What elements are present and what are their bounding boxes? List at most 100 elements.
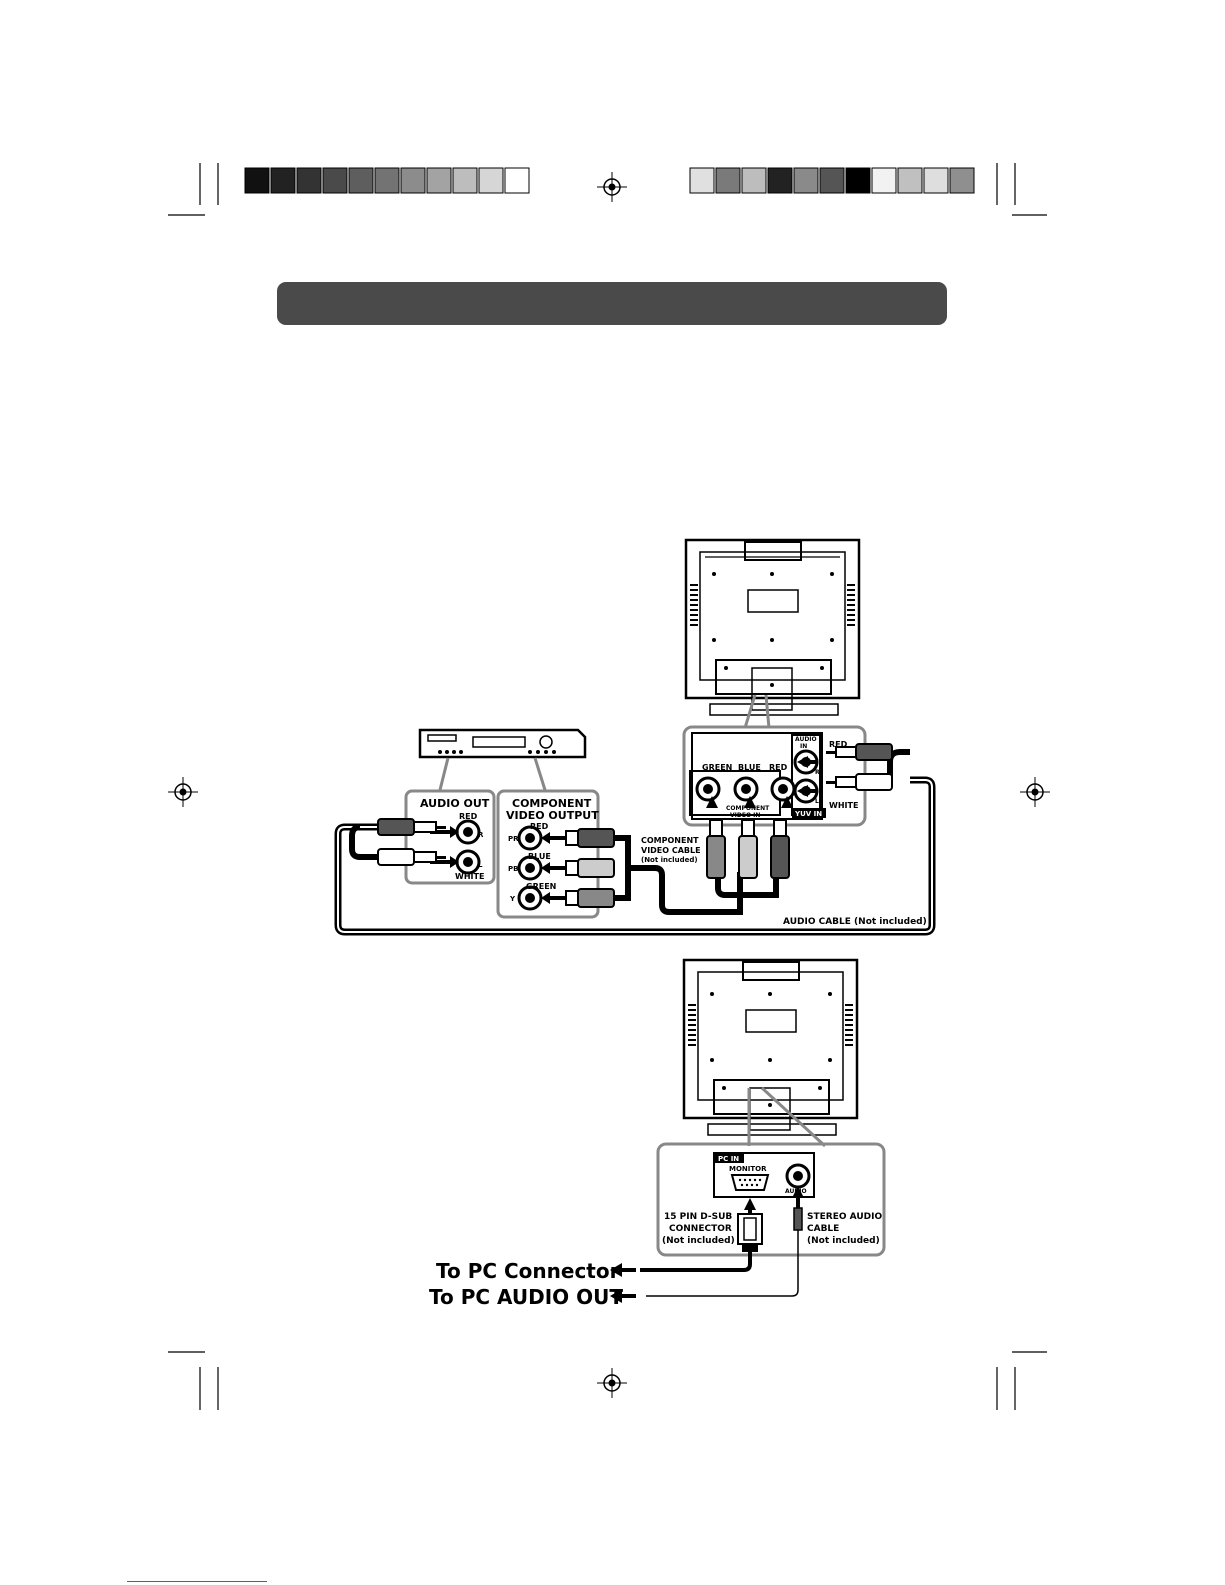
callout-lines [743, 694, 771, 729]
audio-plug-red-right [826, 743, 893, 761]
tv-audio-l-label: L [815, 798, 819, 805]
video-out-y-label: Y [509, 895, 516, 903]
registration-mark-icon [596, 171, 628, 203]
audio-out-l-jack [455, 849, 481, 875]
color-swatch [741, 167, 767, 194]
tv-audio-white-label: WHITE [829, 801, 858, 810]
pc-audio-cable [646, 1230, 799, 1297]
to-pc-connector-label: To PC Connector [436, 1259, 620, 1283]
color-swatch [400, 167, 426, 194]
audio-plug-white-left [377, 848, 446, 866]
registration-mark-icon [1019, 776, 1051, 808]
registration-mark-icon [596, 1367, 628, 1399]
video-out-pb-label: PB [508, 865, 518, 873]
tv-red-label: RED [769, 763, 788, 772]
tv-component-label-1: COMPONENT [726, 805, 770, 812]
video-out-pr-label: PR [508, 835, 519, 843]
component-cable-label-2: VIDEO CABLE [641, 846, 701, 855]
crop-mark-icon [996, 1351, 1047, 1410]
audio-in-label-2: IN [800, 743, 807, 750]
tv-audio-r-label: R [815, 769, 820, 776]
tv-jack-y-green [695, 776, 721, 802]
color-swatch [949, 167, 975, 194]
color-swatch [478, 167, 504, 194]
tv-audio-red-label: RED [829, 740, 848, 749]
video-out-title-1: COMPONENT [512, 797, 592, 810]
color-bar-left [244, 167, 530, 194]
audio-out-red-label: RED [459, 812, 478, 821]
color-swatch [348, 167, 374, 194]
crop-mark-icon [996, 163, 1047, 216]
video-plug-pr [565, 828, 615, 848]
audio-plug-white-right [826, 773, 893, 791]
yuv-in-label: YUV IN [794, 810, 822, 818]
video-out-title-2: VIDEO OUTPUT [506, 809, 599, 822]
pc-in-label: PC IN [718, 1155, 739, 1163]
vga-port [730, 1174, 770, 1191]
component-cable-label-1: COMPONENT [641, 836, 699, 845]
component-video-output-callout [496, 789, 600, 919]
tv-green-label: GREEN [702, 763, 732, 772]
audio-in-label-1: AUDIO [795, 736, 817, 743]
component-video-cable [613, 835, 779, 915]
color-swatch [819, 167, 845, 194]
audio-out-l-label: L [478, 861, 483, 869]
pc-audio-jack [785, 1163, 811, 1189]
to-pc-audio-out-label: To PC AUDIO OUT [429, 1285, 623, 1309]
section-header-bar [277, 282, 947, 325]
monitor-label: MONITOR [729, 1165, 767, 1173]
color-swatch [845, 167, 871, 194]
color-swatch [322, 167, 348, 194]
color-swatch [689, 167, 715, 194]
tv-input-panel [691, 732, 823, 820]
pc-callout-lines [747, 1086, 827, 1148]
pc-input-panel [713, 1152, 815, 1198]
dsub-label-1: 15 PIN D-SUB [664, 1212, 732, 1222]
color-swatch [426, 167, 452, 194]
arrows [430, 756, 818, 904]
stereo-label-2: CABLE [807, 1224, 839, 1234]
dvd-player [418, 728, 587, 759]
pc-arrows [610, 1263, 636, 1303]
stereo-label-3: (Not included) [807, 1236, 880, 1246]
color-bar-right [689, 167, 975, 194]
dsub-label-3: (Not included) [662, 1236, 735, 1246]
audio-out-white-label: WHITE [455, 872, 484, 881]
crop-mark-icon [168, 163, 219, 216]
color-swatch [374, 167, 400, 194]
audio-out-title: AUDIO OUT [420, 797, 490, 810]
audio-out-r-jack [455, 819, 481, 845]
tv-jack-pr-red [770, 776, 796, 802]
component-cable-label-3: (Not included) [641, 856, 698, 864]
tv-component-label-2: VIDEO IN [730, 812, 760, 819]
crop-mark-icon [168, 1351, 219, 1410]
video-plug-pb [565, 858, 615, 878]
tv-jack-pb-blue [733, 776, 759, 802]
video-out-blue-label: BLUE [528, 852, 551, 861]
color-swatch [296, 167, 322, 194]
color-swatch [793, 167, 819, 194]
audio-out-callout [404, 789, 496, 885]
tv-blue-label: BLUE [738, 763, 761, 772]
dsub-label-2: CONNECTOR [669, 1224, 732, 1234]
dsub-connector [737, 1198, 763, 1252]
video-plug-y [565, 888, 615, 908]
tv-video-plug-y [706, 819, 726, 879]
video-out-red-label: RED [530, 822, 549, 831]
tv-video-plug-pr [770, 819, 790, 879]
dvd-callout-lines [438, 757, 547, 791]
color-swatch [767, 167, 793, 194]
video-out-green-label: GREEN [526, 882, 556, 891]
audio-out-r-label: R [478, 831, 484, 839]
color-swatch [715, 167, 741, 194]
stereo-label-1: STEREO AUDIO [807, 1212, 882, 1222]
tv-rear-view-top [684, 538, 861, 716]
color-swatch [871, 167, 897, 194]
registration-mark-icon [167, 776, 199, 808]
color-swatch [452, 167, 478, 194]
pc-input-panel-callout [656, 1142, 886, 1257]
footer-rule [127, 1581, 267, 1582]
color-swatch [923, 167, 949, 194]
audio-plug-red-left [377, 818, 446, 836]
